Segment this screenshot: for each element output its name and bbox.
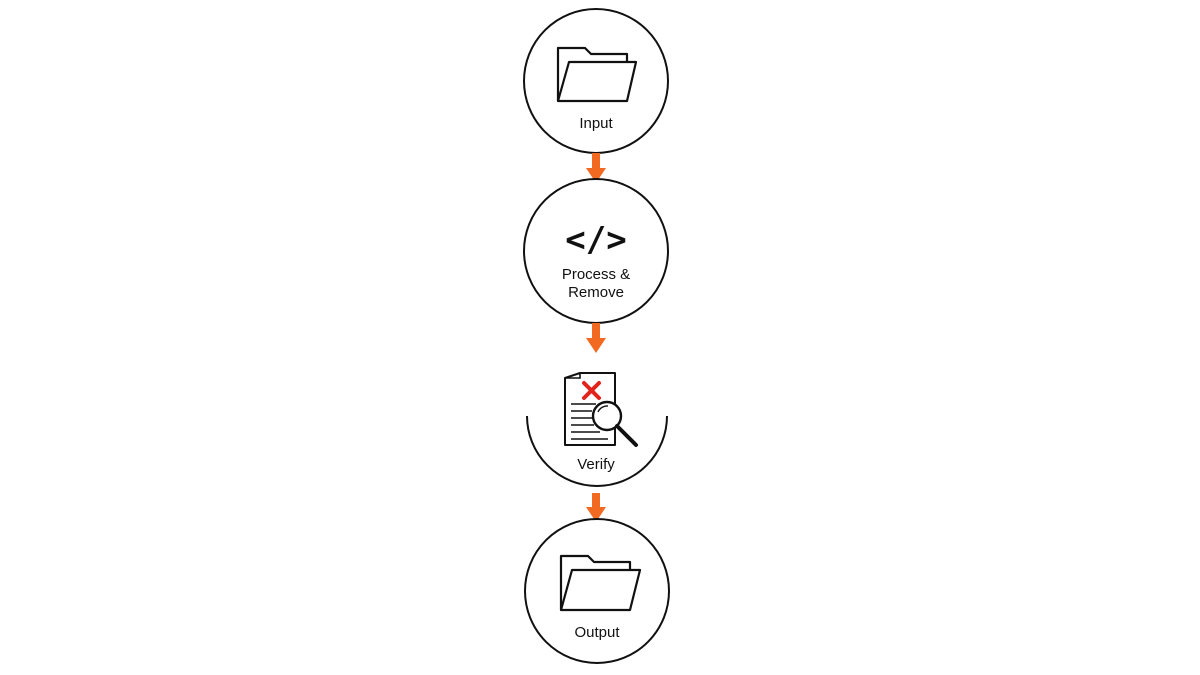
arrow-process-to-verify — [586, 323, 606, 353]
magnifier-icon — [591, 400, 638, 447]
step-input-label: Input — [579, 115, 613, 132]
arrow-verify-to-output — [586, 493, 606, 522]
folder-icon — [556, 46, 638, 103]
document-search-icon — [564, 372, 638, 447]
step-output-label: Output — [574, 624, 620, 641]
code-icon: </> — [565, 220, 626, 260]
step-verify: Verify — [526, 372, 668, 487]
step-verify-label: Verify — [577, 456, 615, 473]
step-output: Output — [524, 518, 670, 664]
step-process-label-line1: Process & — [562, 266, 630, 283]
arrow-input-to-process — [586, 153, 606, 183]
folder-icon — [559, 554, 642, 612]
step-input: Input — [523, 8, 669, 154]
step-output-circle — [524, 518, 670, 664]
step-process: </> Process & Remove — [523, 178, 669, 324]
step-process-label-line2: Remove — [568, 284, 624, 301]
step-verify-arc — [526, 415, 668, 487]
cross-icon — [582, 381, 601, 400]
